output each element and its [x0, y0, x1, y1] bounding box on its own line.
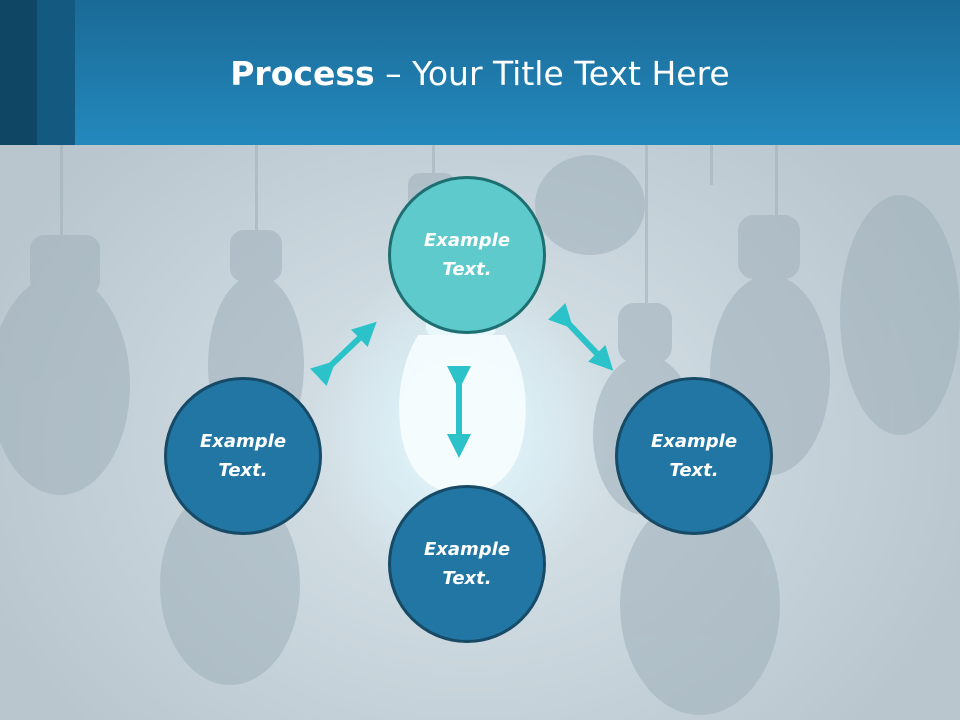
title-rest: – Your Title Text Here	[374, 54, 730, 93]
header-accent-strip	[0, 0, 37, 145]
double-arrow-icon	[310, 321, 377, 386]
process-node-right[interactable]: Example Text.	[615, 377, 773, 535]
page-title: Process – Your Title Text Here	[0, 52, 960, 96]
process-node-bottom[interactable]: Example Text.	[388, 485, 546, 643]
process-node-top[interactable]: Example Text.	[388, 176, 546, 334]
double-arrow-icon	[548, 303, 614, 371]
process-node-left[interactable]: Example Text.	[164, 377, 322, 535]
header-band: Process – Your Title Text Here	[0, 0, 960, 145]
header-accent-strip	[37, 0, 75, 145]
title-bold: Process	[230, 54, 375, 93]
